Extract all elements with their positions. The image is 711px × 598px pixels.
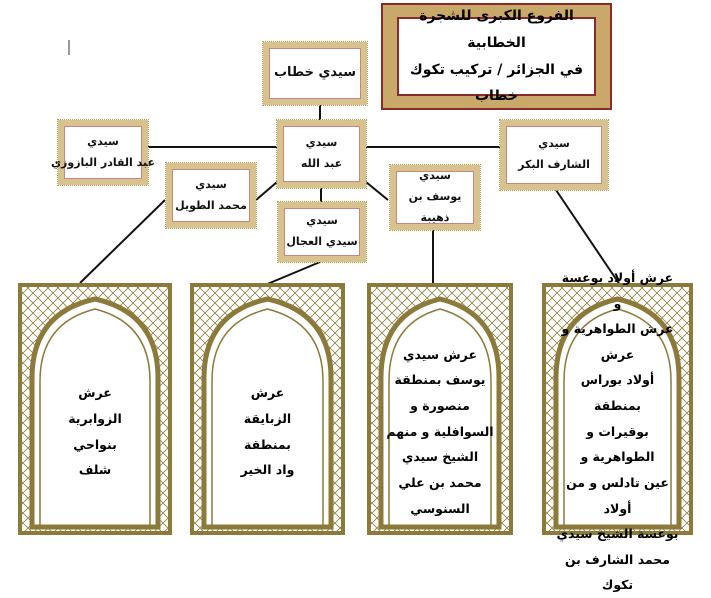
node-sharif: سيدي الشارف البكر (499, 119, 609, 191)
arch-frame (190, 283, 345, 535)
arch-text-line: الزوابرية (68, 410, 122, 426)
arch-text-line: عرش (78, 385, 112, 401)
node-tawil: سيدي محمد الطويل (165, 162, 257, 229)
arch-frame (18, 283, 172, 535)
arch-text-line: منصورة و (410, 398, 470, 414)
node-title: سيدي (195, 177, 227, 191)
node-title: سيدي (306, 214, 338, 228)
arch-text-line: واد الخير (240, 462, 295, 478)
arch-zabayqa: عرش الزبايقة بمنطقة واد الخير (190, 283, 345, 535)
node-name: عبد الله (300, 157, 343, 170)
arch-text-line: الشيخ سيدي (401, 449, 479, 465)
node-name: محمد الطويل (175, 198, 247, 212)
node-ajjal: سيدي سيدي العجال (277, 201, 367, 263)
node-name: عبد القادر البازوزي (50, 155, 156, 169)
diagram-title: الفروع الكبرى للشجرة الخطابية في الجزائر… (381, 3, 612, 110)
line-tawil-arch (79, 199, 166, 284)
arch-text-line: عين تادلس و من أولاد (566, 474, 669, 516)
arch-text-line: بوعسة الشيخ سيدي (556, 526, 679, 542)
connector-lines (68, 40, 621, 286)
arch-text: عرش الزوابرية بنواحي شلف (32, 338, 158, 525)
arch-text: عرش الزبايقة بمنطقة واد الخير (204, 338, 331, 525)
arch-text-line: بوقيرات و الطواهرية و (580, 423, 655, 465)
node-yusuf: سيدي يوسف بن ذهيبة (389, 164, 481, 231)
arch-text-line: محمد بن علي (398, 474, 482, 490)
arch-text-line: محمد الشارف بن (564, 551, 671, 567)
arch-text-line: عرش سيدي (403, 346, 477, 362)
arch-text: عرش سيدي يوسف بمنطقة منصورة و السوافلية و م… (381, 338, 499, 525)
node-name: الشارف البكر (518, 158, 590, 171)
node-name: يوسف بن ذهيبة (408, 190, 462, 224)
arch-text-line: السنوسي (410, 500, 470, 516)
title-line-2: في الجزائر / تركيب تكوك خطاب (409, 61, 584, 105)
line-abdallah-tawil (255, 181, 278, 201)
line-ajjal-arch (264, 261, 321, 286)
arch-text-line: عرش أولاد بوعسة و (561, 269, 674, 311)
arch-text-line: شلف (78, 462, 112, 478)
node-name: سيدي العجال (286, 235, 358, 248)
arch-text-line: أولاد بوراس بمنطقة (580, 372, 655, 414)
arch-awlad-bouassa: عرش أولاد بوعسة و عرش الطواهرية و عرش أولا… (542, 270, 693, 593)
node-name: سيدي خطاب (273, 65, 357, 81)
node-sidi-khattab: سيدي خطاب (262, 41, 368, 106)
node-title: سيدي (538, 137, 570, 151)
node-title: سيدي (419, 169, 451, 183)
arch-text-line: السوافلية و منهم (386, 423, 494, 439)
arch-sidi-yusuf: عرش سيدي يوسف بمنطقة منصورة و السوافلية و م… (367, 283, 513, 535)
arch-text-line: الزبايقة (243, 410, 292, 426)
node-title: سيدي (87, 134, 119, 148)
arch-text-line: يوسف بمنطقة (394, 372, 486, 388)
arch-zawabria: عرش الزوابرية بنواحي شلف (18, 283, 172, 535)
arch-text-line: تكوك (601, 577, 634, 593)
arch-frame (367, 283, 513, 535)
arch-text: عرش أولاد بوعسة و عرش الطواهرية و عرش أولا… (556, 270, 679, 593)
node-abdelkader: سيدي عبد القادر البازوزي (51, 119, 155, 186)
title-line-1: الفروع الكبرى للشجرة الخطابية (419, 8, 574, 51)
arch-text-line: بنواحي (73, 436, 117, 452)
arch-text-line: بمنطقة (244, 436, 291, 452)
line-sharif-arch (555, 189, 621, 286)
arch-text-line: عرش (250, 385, 285, 401)
node-abdallah: سيدي عبد الله (276, 119, 367, 189)
line-abdallah-yusuf (365, 181, 389, 201)
arch-frame (542, 283, 693, 535)
arch-text-line: عرش الطواهرية و عرش (561, 321, 674, 362)
node-title: سيدي (305, 136, 338, 150)
